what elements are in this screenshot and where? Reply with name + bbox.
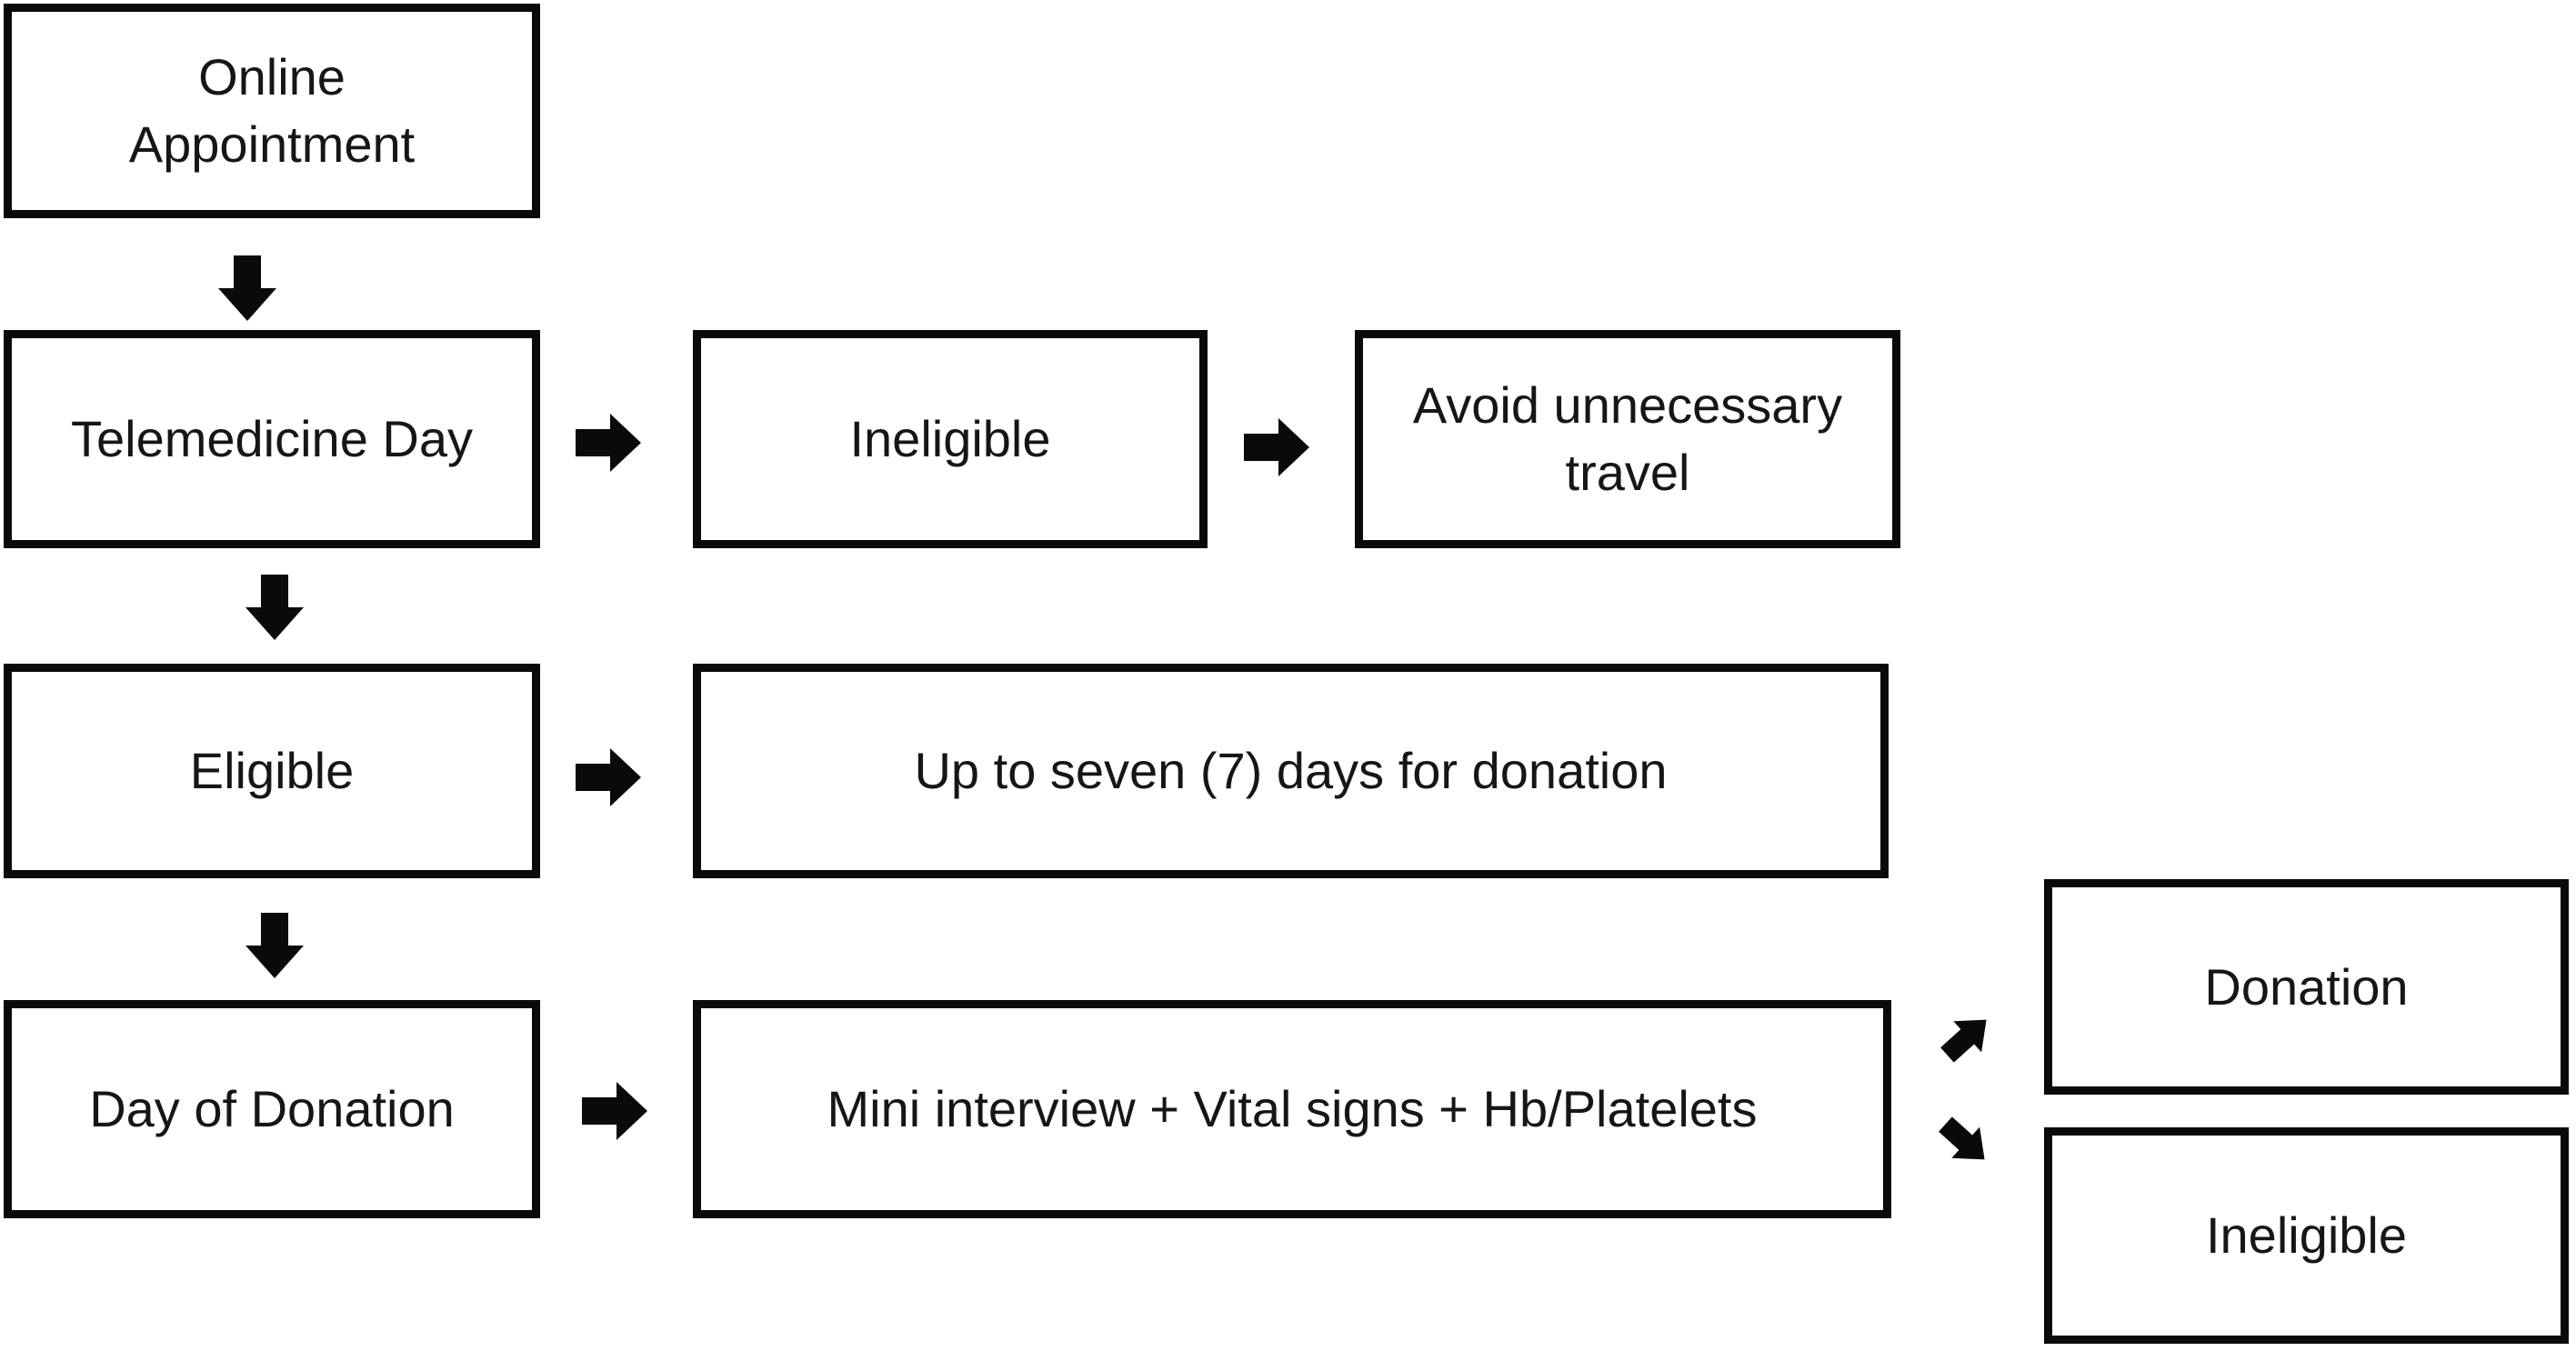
node-seven-days-for-donation: Up to seven (7) days for donation [693, 664, 1889, 878]
down-right-arrow-icon [1939, 1116, 1985, 1160]
right-arrow-icon [582, 1082, 647, 1140]
node-mini-interview-vitals: Mini interview + Vital signs + Hb/Platel… [693, 1000, 1891, 1218]
node-telemedicine-day: Telemedicine Day [4, 330, 540, 548]
down-arrow-icon [246, 913, 304, 978]
right-arrow-icon [576, 414, 641, 472]
down-arrow-icon [246, 575, 304, 640]
node-donation-outcome: Donation [2044, 879, 2569, 1095]
node-day-of-donation: Day of Donation [4, 1000, 540, 1218]
down-arrow-icon [218, 255, 276, 321]
node-online-appointment: Online Appointment [4, 4, 540, 218]
right-arrow-icon [1244, 418, 1309, 476]
node-eligible: Eligible [4, 664, 540, 878]
up-right-arrow-icon [1940, 1019, 1987, 1063]
node-ineligible-outcome: Ineligible [2044, 1127, 2569, 1344]
node-avoid-unnecessary-travel: Avoid unnecessary travel [1355, 330, 1900, 548]
node-ineligible-telemedicine: Ineligible [693, 330, 1208, 548]
right-arrow-icon [576, 748, 641, 806]
